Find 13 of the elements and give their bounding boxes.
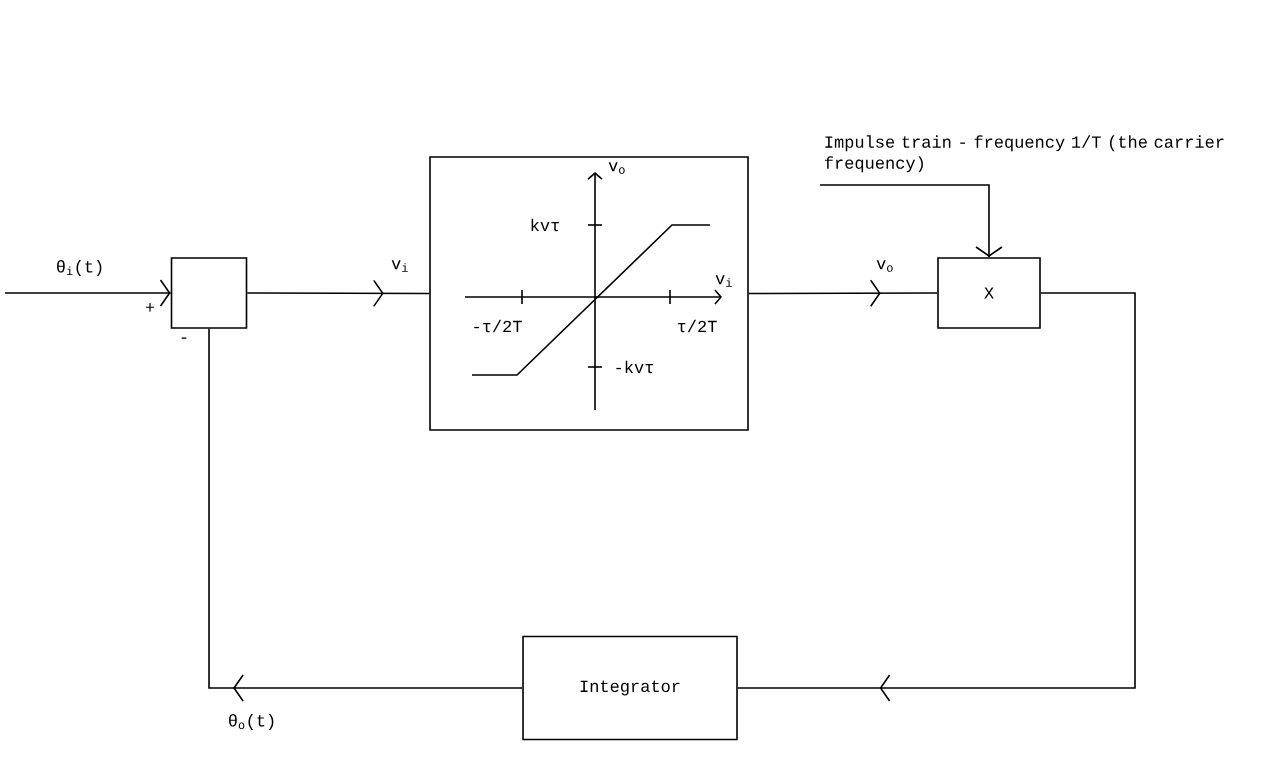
sign-label: + [145, 303, 155, 312]
transfer-characteristic-box: v$_{o}$ kvτ v$_{i}$ -τ/2T τ/2T -kvτ [429, 156, 749, 431]
summing-box [170, 257, 248, 329]
edge-label: θ$_{o}$(t) [229, 714, 274, 730]
block-box: X [937, 257, 1041, 329]
block-box: Integrator [522, 635, 738, 741]
edge-label: θ$_{i}$(t) [57, 260, 102, 276]
edge-label: Impulse train - frequency 1/T (the carrier frequency) [824, 135, 1224, 173]
arrow [819, 184, 1003, 258]
sign-label: - [181, 337, 187, 339]
edge-label: v$_{o}$ [876, 260, 893, 272]
arrow [4, 279, 172, 307]
edge-label: v$_{i}$ [391, 260, 408, 272]
